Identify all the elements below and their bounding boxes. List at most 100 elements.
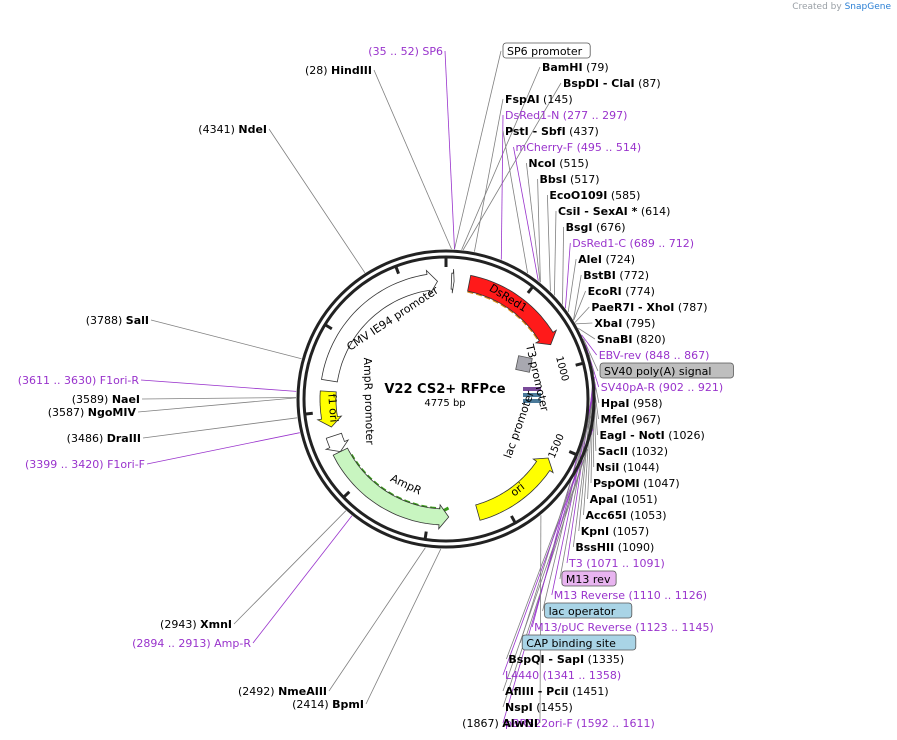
- enzyme-label-snabi: SnaBI (820): [597, 333, 666, 346]
- site-location: (902 .. 921): [659, 381, 724, 394]
- site-location: (724): [605, 253, 635, 266]
- credit-prefix: Created by: [792, 2, 842, 12]
- enzyme-label-sali: (3788) SalI: [86, 314, 149, 327]
- site-location: (495 .. 514): [577, 141, 642, 154]
- leader-sv40pa-r: [585, 344, 600, 388]
- leader-fspai: [474, 98, 504, 252]
- tick-mark: [394, 265, 400, 275]
- site-location: (1090): [618, 541, 655, 554]
- plasmid-name: V22 CS2+ RFPce: [384, 382, 505, 397]
- site-name: BsgI: [566, 221, 593, 234]
- site-name: XbaI: [594, 317, 622, 330]
- enzyme-label-draiii: (3486) DraIII: [67, 432, 141, 445]
- tick-mark: [575, 361, 584, 367]
- enzyme-label-nsii: NsiI (1044): [596, 461, 660, 474]
- primer-label-sp6: (35 .. 52) SP6: [368, 45, 443, 58]
- site-name: EBV-rev: [599, 349, 642, 362]
- site-name: AlwNI: [502, 717, 538, 730]
- feature-box-lac-operator: [544, 602, 633, 619]
- site-location: (35 .. 52): [368, 45, 419, 58]
- cmv-ie94-promoter-feature-arrow: [321, 269, 439, 383]
- site-name: KpnI: [581, 525, 609, 538]
- enzyme-label-xbai: XbaI (795): [594, 317, 655, 330]
- site-name: AflIII - PciI: [505, 685, 569, 698]
- site-location: (2414): [292, 698, 329, 711]
- site-location: (1053): [630, 509, 667, 522]
- site-location: (1057): [613, 525, 650, 538]
- site-location: (2943): [160, 618, 197, 631]
- leader-sp6: [444, 50, 455, 250]
- leader-draiii: [142, 417, 298, 439]
- site-location: (3589): [72, 393, 109, 406]
- enzyme-label-pspomi: PspOMI (1047): [593, 477, 680, 490]
- site-location: (614): [641, 205, 671, 218]
- site-location: (676): [596, 221, 626, 234]
- site-location: (1455): [536, 701, 573, 714]
- site-name: L4440: [505, 669, 539, 682]
- ori-feature-arrow: [475, 457, 554, 521]
- snapgene-credit: Created by SnapGene: [792, 2, 891, 12]
- leader-ngomiv: [137, 397, 297, 413]
- site-location: (1110 .. 1126): [629, 589, 708, 602]
- site-location: (787): [678, 301, 708, 314]
- enzyme-label-bstbi: BstBI (772): [583, 269, 649, 282]
- enzyme-label-alei: AleI (724): [578, 253, 635, 266]
- enzyme-label-psti-sbfi: PstI - SbfI (437): [505, 125, 599, 138]
- site-name: PspOMI: [593, 477, 640, 490]
- enzyme-label-mfei: MfeI (967): [600, 413, 660, 426]
- primer-label-m13-puc-reverse: M13/pUC Reverse (1123 .. 1145): [534, 621, 714, 634]
- site-name: BspDI - ClaI: [563, 77, 635, 90]
- site-name: EagI - NotI: [599, 429, 664, 442]
- feature-box-label-sv40-poly-a-signal: SV40 poly(A) signal: [604, 365, 711, 378]
- sp6-promoter-feature-arrow: [450, 269, 455, 294]
- site-name: BspQI - SapI: [508, 653, 584, 666]
- primer-label-sv40pa-r: SV40pA-R (902 .. 921): [601, 381, 723, 394]
- tick-mark: [568, 450, 578, 457]
- enzyme-label-alwni: (1867) AlwNI: [462, 717, 538, 730]
- site-location: (1867): [462, 717, 499, 730]
- site-name: DsRed1-C: [572, 237, 626, 250]
- enzyme-label-xmni: (2943) XmnI: [160, 618, 232, 631]
- leader-sali: [150, 319, 302, 360]
- enzyme-label-ecori: EcoRI (774): [588, 285, 655, 298]
- primer-label-t3: T3 (1071 .. 1091): [568, 557, 665, 570]
- site-location: (1335): [588, 653, 625, 666]
- site-name: NaeI: [112, 393, 140, 406]
- primer-label-mcherry-f: mCherry-F (495 .. 514): [516, 141, 642, 154]
- site-name: F1ori-R: [100, 374, 140, 387]
- site-name: HpaI: [601, 397, 630, 410]
- leader-dsred1-c: [565, 242, 571, 309]
- site-location: (1341 .. 1358): [543, 669, 622, 682]
- site-name: EcoO109I: [549, 189, 607, 202]
- site-name: BbsI: [540, 173, 567, 186]
- enzyme-label-nmeaiii: (2492) NmeAIII: [238, 685, 327, 698]
- leader-ndei: [268, 128, 366, 274]
- ampr-feature-arrow: [332, 447, 450, 530]
- site-location: (585): [611, 189, 641, 202]
- enzyme-label-ncoi: NcoI (515): [528, 157, 588, 170]
- feature-label-ampr-promoter: AmpR promoter: [361, 357, 376, 445]
- site-name: BamHI: [542, 61, 583, 74]
- leader-bpmi: [365, 548, 442, 705]
- site-location: (87): [638, 77, 661, 90]
- site-location: (772): [619, 269, 649, 282]
- primer-label-dsred1-c: DsRed1-C (689 .. 712): [572, 237, 694, 250]
- enzyme-label-csii-sexai: CsiI - SexAI * (614): [558, 205, 670, 218]
- enzyme-label-naei: (3589) NaeI: [72, 393, 140, 406]
- site-name: NspI: [505, 701, 533, 714]
- site-name: pBR322ori-F: [505, 717, 573, 730]
- enzyme-label-bspqi-sapi: BspQI - SapI (1335): [508, 653, 624, 666]
- leader-csii-sexai: [554, 210, 557, 296]
- site-location: (145): [543, 93, 573, 106]
- enzyme-label-eagi-noti: EagI - NotI (1026): [599, 429, 704, 442]
- sv40-polya-marker: [515, 355, 533, 373]
- leader-sp6-promoter: [454, 50, 502, 250]
- site-location: (515): [559, 157, 589, 170]
- enzyme-label-ngomiv: (3587) NgoMIV: [48, 406, 137, 419]
- site-name: BpmI: [332, 698, 364, 711]
- feature-box-label-lac-operator: lac operator: [549, 605, 616, 618]
- leader-nmeaiii: [328, 547, 426, 692]
- leader-amp-r: [252, 515, 353, 644]
